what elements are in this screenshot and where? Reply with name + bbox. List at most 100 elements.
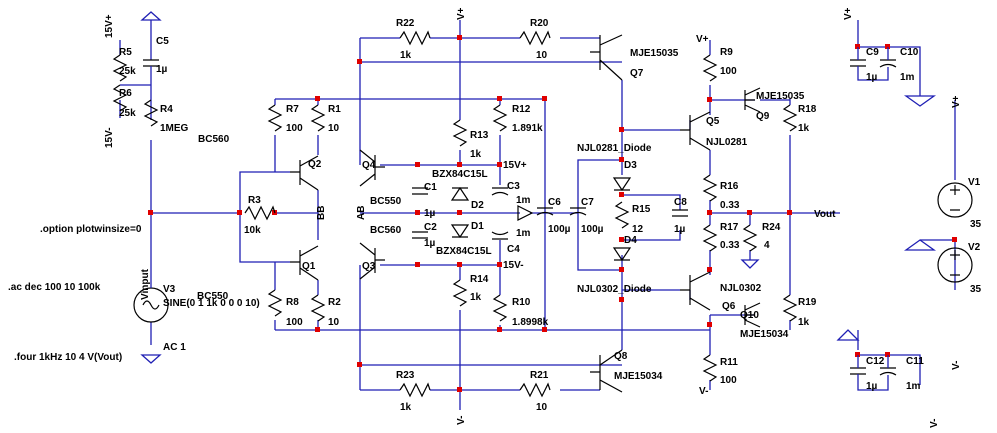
capacitor-c9 <box>850 59 866 67</box>
r11-value: 100 <box>720 375 737 386</box>
resistor-r19 <box>782 294 798 322</box>
v3-value: SINE(0 1 1k 0 0 0 10) <box>163 298 260 309</box>
capacitor-c10 <box>879 59 897 68</box>
junction <box>707 267 712 272</box>
capacitor-c8 <box>672 209 688 217</box>
junction <box>707 97 712 102</box>
junction <box>237 210 242 215</box>
ground-icon <box>740 259 760 269</box>
sources <box>133 182 973 323</box>
q7-label: Q7 <box>630 68 644 79</box>
r4-value: 1MEG <box>160 123 189 134</box>
ground-icon <box>836 329 860 341</box>
junction <box>619 267 624 272</box>
c9-value: 1µ <box>866 72 878 83</box>
junction <box>952 237 957 242</box>
r16-name: R16 <box>720 181 739 192</box>
zener-d2 <box>450 186 470 201</box>
directive-ac: .ac dec 100 10 100k <box>8 282 101 293</box>
resistor-r16 <box>702 174 718 202</box>
diode-d4 <box>612 247 632 262</box>
njl0302-diode-label: NJL0302_Diode <box>577 284 652 295</box>
bc550-label: BC550 <box>370 196 402 207</box>
junction <box>619 157 624 162</box>
r15-value: 12 <box>632 224 644 235</box>
junction <box>619 297 624 302</box>
c7-name: C7 <box>581 197 594 208</box>
r19-name: R19 <box>798 297 817 308</box>
junction <box>619 127 624 132</box>
c12-name: C12 <box>866 356 885 367</box>
q9-label: Q9 <box>756 111 770 122</box>
ground-icon <box>140 11 162 21</box>
resistor-r17 <box>702 224 718 252</box>
r20-name: R20 <box>530 18 549 29</box>
ground-icon <box>140 354 162 364</box>
bc550-label: BC550 <box>197 291 229 302</box>
mje15035-label: MJE15035 <box>630 48 679 59</box>
r21-name: R21 <box>530 370 549 381</box>
junction <box>619 237 624 242</box>
c4-name: C4 <box>507 244 520 255</box>
capacitor-c6 <box>536 207 554 216</box>
labels: 15V+ 15V- V+ V- V+ V+ V- V- Vinput BB AB… <box>8 7 982 428</box>
q8-label: Q8 <box>614 351 628 362</box>
r9-value: 100 <box>720 66 737 77</box>
net-vminus-label: V- <box>929 419 940 428</box>
junction <box>357 362 362 367</box>
r13-value: 1k <box>470 149 482 160</box>
zener-part-label: BZX84C15L <box>436 246 492 257</box>
net-vplus-label: V+ <box>951 95 962 108</box>
v2-name: V2 <box>968 242 981 253</box>
junction <box>707 322 712 327</box>
r21-value: 10 <box>536 402 548 413</box>
njl0281-label: NJL0281 <box>706 137 748 148</box>
r12-name: R12 <box>512 104 531 115</box>
c5-value: 1µ <box>156 64 168 75</box>
r22-value: 1k <box>400 50 412 61</box>
net-15vplus-label: 15V+ <box>503 160 527 171</box>
junction <box>707 210 712 215</box>
r2-name: R2 <box>328 297 341 308</box>
r8-value: 100 <box>286 317 303 328</box>
transistors <box>290 34 761 393</box>
bc560-label: BC560 <box>370 225 402 236</box>
junction <box>415 210 420 215</box>
r22-name: R22 <box>396 18 415 29</box>
resistor-r24 <box>742 224 758 252</box>
r12-value: 1.891k <box>512 123 543 134</box>
junction <box>497 96 502 101</box>
transistor-q2 <box>290 155 319 191</box>
q3-label: Q3 <box>362 261 376 272</box>
c10-name: C10 <box>900 47 919 58</box>
r5-value: 25k <box>119 66 136 77</box>
resistor-r14 <box>452 279 468 307</box>
c6-value: 100µ <box>548 224 571 235</box>
capacitors <box>143 47 897 391</box>
capacitor-c2 <box>412 231 428 239</box>
resistor-r15 <box>614 201 630 229</box>
d1-label: D1 <box>471 221 484 232</box>
sine-icon <box>142 300 160 310</box>
c5-name: C5 <box>156 36 169 47</box>
transistor-q4 <box>359 149 385 187</box>
njl0302-label: NJL0302 <box>720 283 762 294</box>
ground-icon <box>903 95 937 107</box>
source-v1 <box>937 182 973 218</box>
r19-value: 1k <box>798 317 810 328</box>
r23-value: 1k <box>400 402 412 413</box>
r3-name: R3 <box>248 195 261 206</box>
r13-name: R13 <box>470 130 489 141</box>
directive-four: .four 1kHz 10 4 V(Vout) <box>14 352 122 363</box>
junction <box>619 192 624 197</box>
resistor-r4 <box>143 99 159 127</box>
r18-name: R18 <box>798 104 817 115</box>
d4-label: D4 <box>624 235 637 246</box>
r10-name: R10 <box>512 297 531 308</box>
capacitor-c7 <box>569 207 587 216</box>
junction <box>415 162 420 167</box>
r20-value: 10 <box>536 50 548 61</box>
zener-d1 <box>450 224 470 239</box>
r10-value: 1.8998k <box>512 317 549 328</box>
q10-label: Q10 <box>740 310 759 321</box>
